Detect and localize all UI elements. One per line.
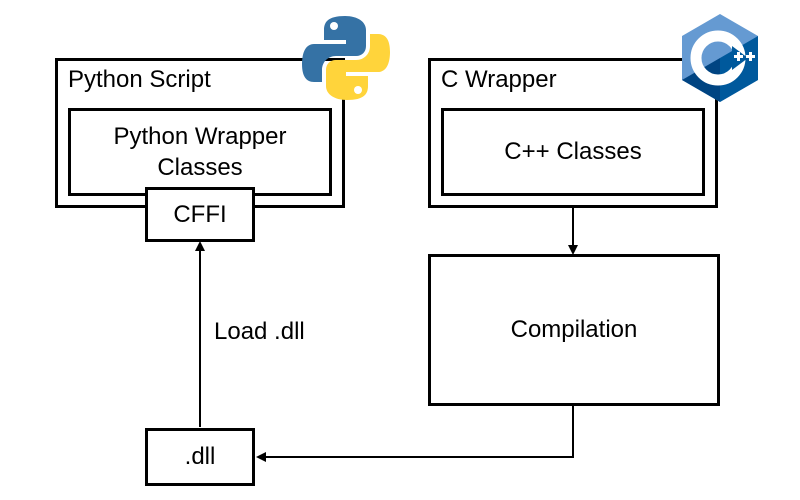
cpp-classes-box: C++ Classes — [441, 108, 705, 196]
dll-label: .dll — [184, 443, 216, 471]
dll-box: .dll — [145, 428, 255, 486]
python-logo-icon — [302, 16, 390, 100]
cpp-logo-plus-signs — [734, 52, 755, 61]
python-wrapper-classes-box: Python Wrapper Classes — [68, 108, 332, 196]
cffi-box: CFFI — [145, 187, 255, 242]
python-wrapper-classes-line2: Classes — [157, 154, 243, 181]
python-script-title: Python Script — [68, 66, 211, 93]
compilation-label: Compilation — [510, 316, 638, 344]
cpp-logo-icon — [682, 14, 758, 102]
cpp-classes-label: C++ Classes — [504, 138, 642, 166]
arrow-compilation-to-dll — [256, 405, 574, 462]
c-wrapper-title: C Wrapper — [441, 66, 557, 93]
python-logo-blue-snake — [302, 16, 366, 82]
python-logo-yellow-snake — [326, 34, 390, 100]
cffi-label: CFFI — [173, 200, 227, 228]
python-logo-yellow-eye — [354, 86, 362, 94]
load-dll-label: Load .dll — [214, 318, 305, 345]
python-wrapper-classes-line1: Python Wrapper — [113, 122, 287, 150]
compilation-box: Compilation — [428, 254, 720, 406]
python-logo-blue-eye — [330, 22, 338, 30]
cpp-logo-hexagon-mid — [682, 58, 720, 102]
